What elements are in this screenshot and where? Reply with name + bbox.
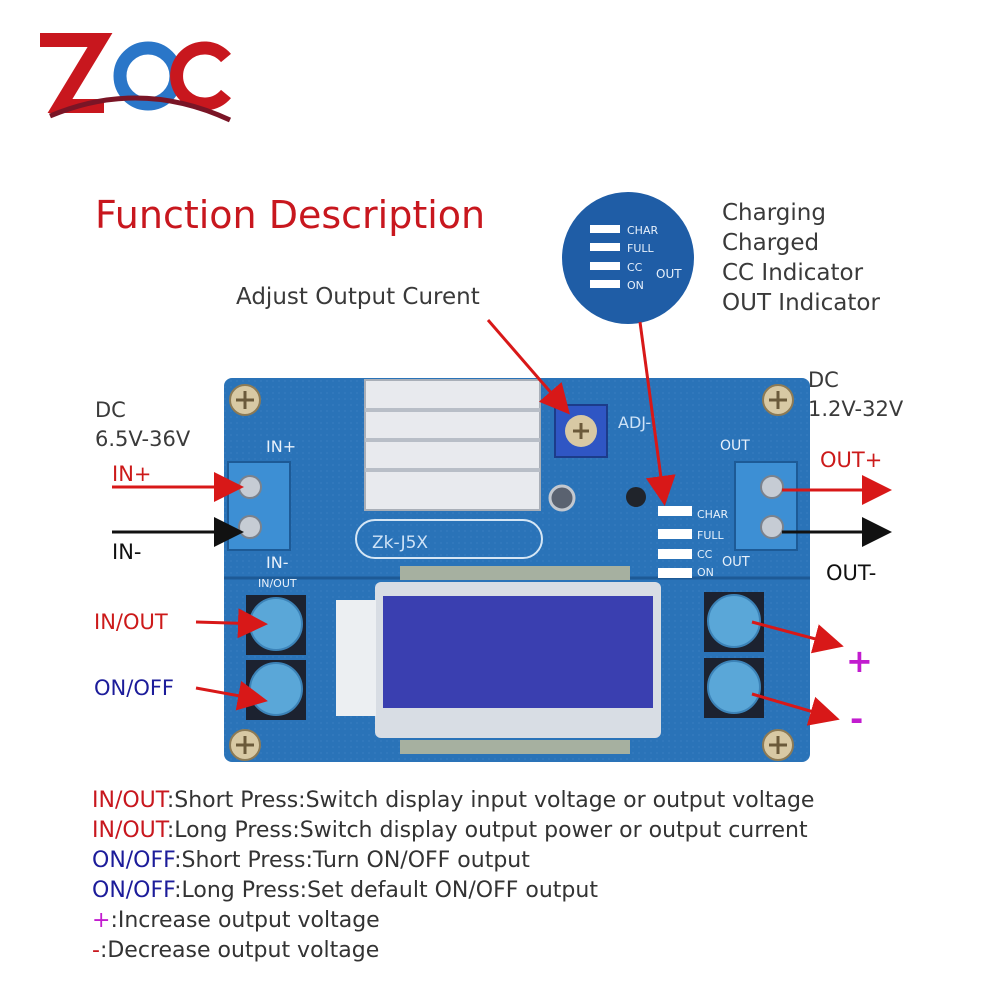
led-label: ON	[697, 566, 714, 579]
potentiometer	[554, 404, 608, 458]
inset-led-label: ON	[627, 279, 644, 292]
on-off-label: ON/OFF	[94, 676, 175, 700]
indicator-charged: Charged	[722, 230, 820, 256]
screw	[762, 384, 794, 416]
arrow-plus	[751, 620, 844, 654]
legend-row: -:Decrease output voltage	[92, 936, 814, 966]
arrow-adjust	[486, 319, 570, 415]
arrow-on-off	[195, 680, 268, 711]
out-led-label: OUT	[722, 555, 750, 570]
led-label: FULL	[697, 529, 725, 542]
out-minus-label: OUT-	[826, 561, 877, 585]
legend-row: ON/OFF:Long Press:Set default ON/OFF out…	[92, 876, 814, 906]
minus-label: -	[850, 700, 864, 738]
in-minus-silk: IN-	[266, 553, 288, 572]
legend-row: IN/OUT:Long Press:Switch display output …	[92, 816, 814, 846]
inout-silk: IN/OUT	[258, 577, 297, 590]
output-terminal	[734, 461, 798, 551]
legend-key: -	[92, 938, 100, 963]
legend-key: ON/OFF	[92, 848, 175, 873]
lcd-display	[336, 566, 661, 754]
inset-led-label: CC	[627, 261, 643, 274]
indicator-charging: Charging	[722, 200, 826, 226]
legend-key: IN/OUT	[92, 818, 167, 843]
legend-key: ON/OFF	[92, 878, 175, 903]
legend-text: :Decrease output voltage	[99, 938, 380, 963]
arrow-in-out	[195, 608, 268, 639]
output-range-label: 1.2V-32V	[808, 397, 904, 421]
inset-out-label: OUT	[656, 267, 682, 281]
output-dc-label: DC	[808, 368, 839, 392]
indicator-cc: CC Indicator	[722, 260, 864, 286]
screw	[229, 384, 261, 416]
inset-led-label: CHAR	[627, 224, 658, 237]
legend-key: +	[92, 908, 111, 933]
in-plus-label: IN+	[112, 462, 152, 486]
screw	[229, 729, 261, 761]
legend-text: :Short Press:Switch display input voltag…	[166, 788, 815, 813]
legend-row: IN/OUT:Short Press:Switch display input …	[92, 786, 814, 816]
legend-text: :Short Press:Turn ON/OFF output	[174, 848, 530, 873]
arrow-indicator	[638, 321, 676, 506]
legend-key: IN/OUT	[92, 788, 167, 813]
legend-row: ON/OFF:Short Press:Turn ON/OFF output	[92, 846, 814, 876]
indicator-callouts: Charging Charged CC Indicator OUT Indica…	[722, 198, 880, 318]
out-silk: OUT	[720, 438, 750, 454]
inset-led-label: FULL	[627, 242, 655, 255]
led-inset	[562, 192, 694, 324]
legend-text: :Long Press:Switch display output power …	[166, 818, 808, 843]
logo-c	[170, 41, 231, 111]
adjust-current-callout: Adjust Output Curent	[236, 284, 480, 310]
led-column	[658, 506, 692, 578]
heatsink	[364, 379, 541, 511]
on-off-button	[246, 660, 306, 720]
zqc-logo	[40, 33, 232, 123]
in-out-label: IN/OUT	[94, 610, 168, 634]
led-label: CHAR	[697, 508, 728, 521]
in-minus-label: IN-	[112, 540, 142, 564]
legend-row: +:Increase output voltage	[92, 906, 814, 936]
page-title: Function Description	[95, 193, 486, 237]
legend-text: :Long Press:Set default ON/OFF output	[174, 878, 598, 903]
input-dc-label: DC	[95, 398, 126, 422]
input-range-label: 6.5V-36V	[95, 427, 191, 451]
in-plus-silk: IN+	[266, 437, 296, 456]
minus-button	[704, 658, 764, 718]
input-terminal	[227, 461, 291, 551]
legend-text: :Increase output voltage	[110, 908, 380, 933]
plus-button	[704, 592, 764, 652]
out-plus-label: OUT+	[820, 448, 883, 472]
function-legend: IN/OUT:Short Press:Switch display input …	[92, 786, 814, 966]
logo-swoosh	[49, 95, 232, 123]
adj-silk: ADJ-I	[618, 413, 656, 432]
plus-label: +	[846, 642, 873, 680]
led-label: CC	[697, 548, 713, 561]
pcb-label: Zk-J5X	[372, 533, 428, 553]
indicator-out: OUT Indicator	[722, 290, 880, 316]
screw	[762, 729, 794, 761]
arrow-minus	[751, 692, 840, 726]
